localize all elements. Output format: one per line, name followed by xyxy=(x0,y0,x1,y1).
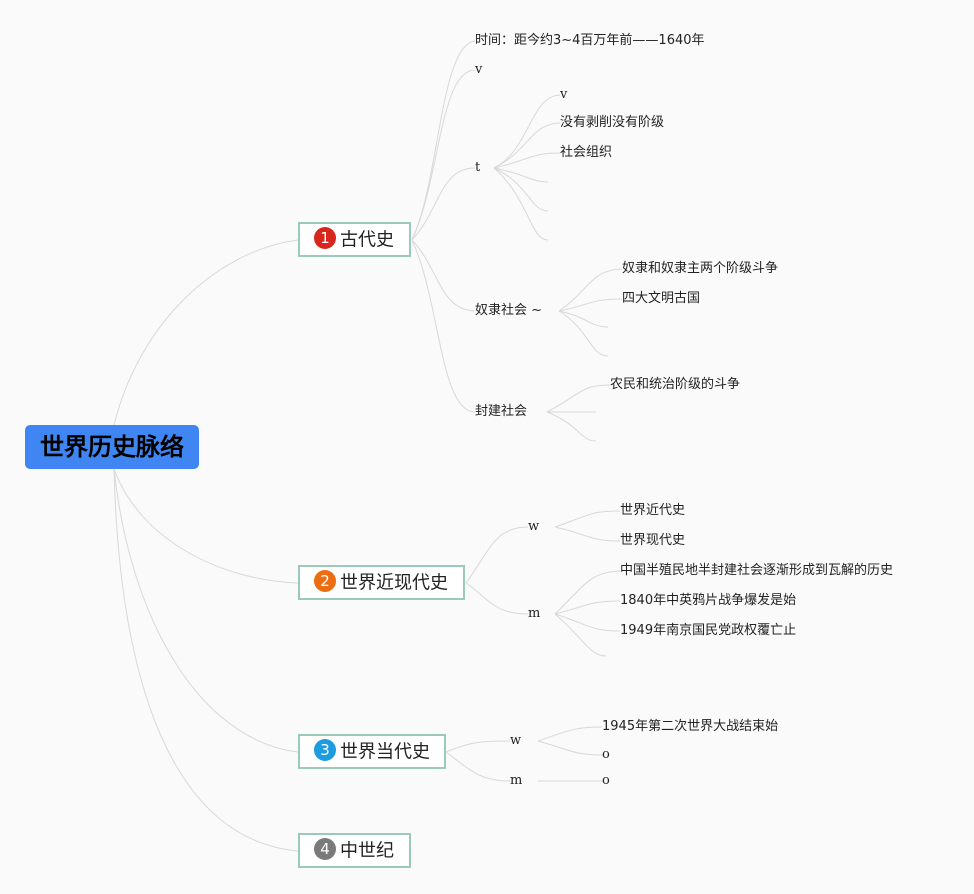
node-modern-w-child-2[interactable]: 世界现代史 xyxy=(620,533,686,548)
node-contemporary-w-child-2[interactable]: o xyxy=(602,747,610,762)
node-slave-child-class-struggle[interactable]: 奴隶和奴隶主两个阶级斗争 xyxy=(622,261,779,276)
node-feudal-society[interactable]: 封建社会 xyxy=(475,404,528,419)
node-contemporary-w-child-1[interactable]: 1945年第二次世界大战结束始 xyxy=(602,719,779,734)
number-badge-3: 3 xyxy=(314,739,336,761)
number-badge-2: 2 xyxy=(314,570,336,592)
node-modern-w[interactable]: w xyxy=(528,519,540,534)
node-ancient-time[interactable]: 时间：距今约3~4百万年前——1640年 xyxy=(475,33,705,48)
node-slave-child-four-civilizations[interactable]: 四大文明古国 xyxy=(622,291,701,306)
node-modern-m[interactable]: m xyxy=(528,606,541,621)
node-t-child-social-org[interactable]: 社会组织 xyxy=(560,145,613,160)
node-slave-society[interactable]: 奴隶社会 ~ xyxy=(475,303,543,318)
root-node[interactable]: 世界历史脉络 xyxy=(25,425,199,469)
node-modern-m-child-1[interactable]: 中国半殖民地半封建社会逐渐形成到瓦解的历史 xyxy=(620,563,894,578)
branch-label: 世界当代史 xyxy=(340,741,430,763)
number-badge-1: 1 xyxy=(314,227,336,249)
node-ancient-t[interactable]: t xyxy=(475,160,481,175)
branch-label: 古代史 xyxy=(340,229,394,251)
number-badge-4: 4 xyxy=(314,838,336,860)
node-modern-m-child-3[interactable]: 1949年南京国民党政权覆亡止 xyxy=(620,623,797,638)
node-ancient-v[interactable]: v xyxy=(475,62,483,77)
node-t-child-v[interactable]: v xyxy=(560,87,568,102)
branch-label: 中世纪 xyxy=(340,840,394,862)
node-modern-w-child-1[interactable]: 世界近代史 xyxy=(620,503,686,518)
node-contemporary-m-child-1[interactable]: o xyxy=(602,773,610,788)
node-feudal-child-struggle[interactable]: 农民和统治阶级的斗争 xyxy=(610,377,741,392)
node-modern-m-child-2[interactable]: 1840年中英鸦片战争爆发是始 xyxy=(620,593,797,608)
branch-label: 世界近现代史 xyxy=(340,572,448,594)
node-t-child-no-exploitation[interactable]: 没有剥削没有阶级 xyxy=(560,115,665,130)
node-contemporary-w[interactable]: w xyxy=(510,733,522,748)
node-contemporary-m[interactable]: m xyxy=(510,773,523,788)
